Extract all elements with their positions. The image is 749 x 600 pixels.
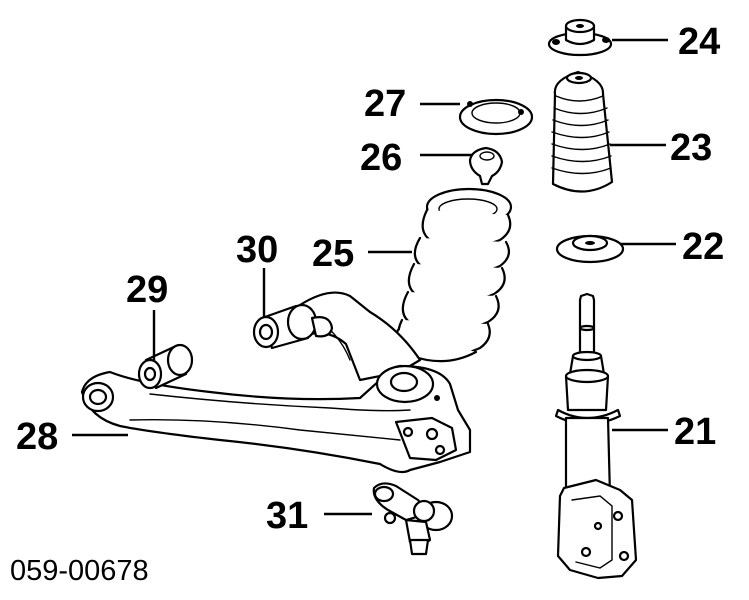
part-23-dust-boot: [551, 70, 614, 193]
callout-31: 31: [266, 495, 308, 537]
part-28-control-arm: [80, 291, 472, 474]
leader-lines: [72, 38, 676, 516]
part-26-bump-stop: [468, 146, 504, 186]
callout-labels: 24 27 23 26 30 25 22 29 28 21 31 059-006…: [10, 21, 724, 587]
part-25-coil-spring: [394, 187, 513, 363]
part-27-spring-seat: [458, 98, 534, 136]
callout-29: 29: [126, 269, 168, 311]
part-30-bushing: [252, 303, 334, 350]
callout-24: 24: [678, 21, 720, 63]
callout-22: 22: [682, 226, 724, 268]
part-24-strut-mount: [547, 18, 613, 57]
part-22-washer: [555, 234, 625, 264]
diagram-code: 059-00678: [10, 555, 149, 587]
callout-27: 27: [364, 83, 406, 125]
part-29-bushing: [137, 343, 194, 390]
callout-30: 30: [236, 229, 278, 271]
callout-23: 23: [670, 127, 712, 169]
callout-25: 25: [312, 233, 354, 275]
callout-21: 21: [674, 411, 716, 453]
callout-28: 28: [16, 416, 58, 458]
part-31-ball-joint: [372, 482, 454, 556]
callout-26: 26: [360, 137, 402, 179]
part-21-shock-absorber: [554, 292, 638, 580]
